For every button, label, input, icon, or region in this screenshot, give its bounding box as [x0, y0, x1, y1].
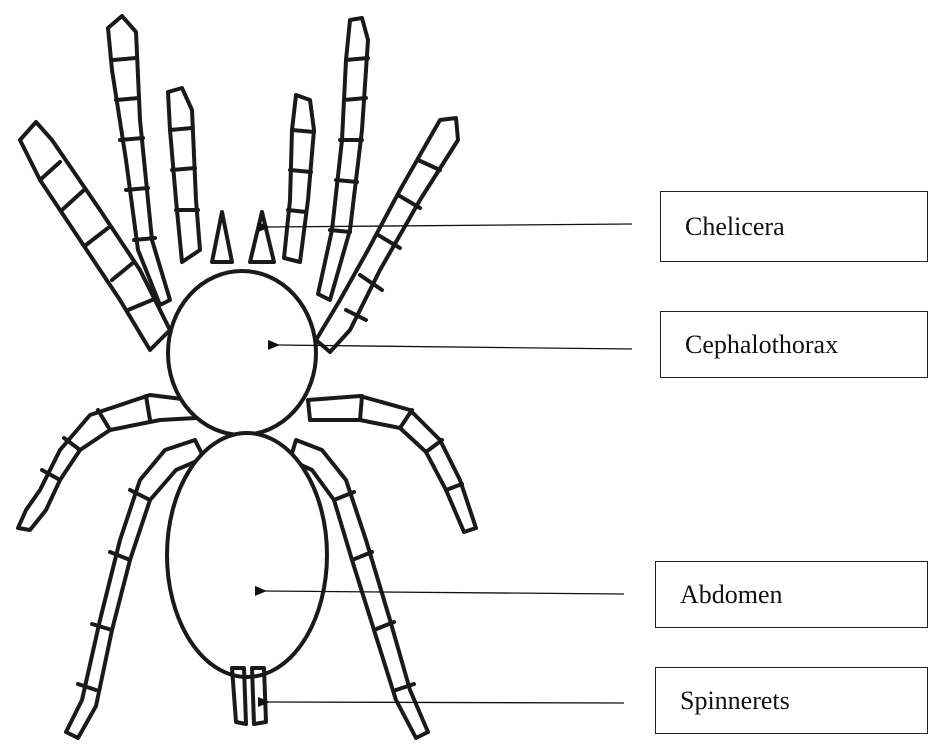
leg-4-left — [18, 395, 196, 530]
leg-3-left — [20, 122, 170, 350]
leg-1-right — [318, 18, 368, 300]
spinnerets-label: Spinnerets — [680, 686, 790, 716]
arrow-spinnerets — [268, 702, 624, 703]
cephalothorax-shape — [168, 271, 316, 435]
spider-drawing — [18, 16, 476, 738]
chelicerae — [212, 212, 274, 262]
chelicera-label-box: Chelicera — [660, 191, 928, 262]
leg-1-left — [108, 16, 170, 305]
cephalothorax-label: Cephalothorax — [685, 330, 838, 360]
arrow-chelicera — [268, 224, 632, 227]
leg-3-right — [316, 118, 458, 352]
abdomen-label: Abdomen — [680, 580, 783, 610]
leg-2-left — [168, 88, 200, 262]
leg-2-right — [284, 95, 314, 262]
cephalothorax-label-box: Cephalothorax — [660, 311, 928, 378]
chelicera-label: Chelicera — [685, 212, 785, 242]
abdomen-shape — [167, 433, 327, 677]
spinnerets-label-box: Spinnerets — [655, 667, 928, 734]
abdomen-label-box: Abdomen — [655, 561, 928, 628]
